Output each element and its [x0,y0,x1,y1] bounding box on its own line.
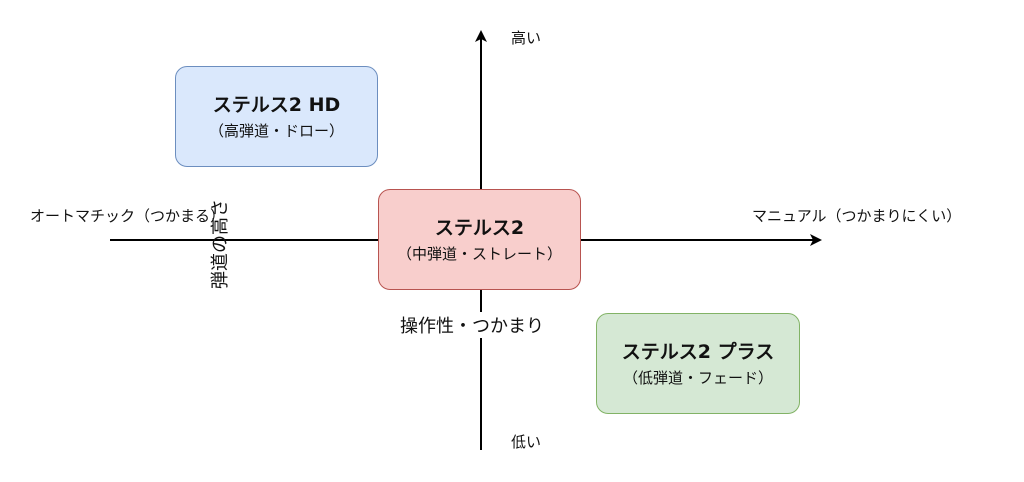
node-stealth2: ステルス2 （中弾道・ストレート） [378,189,581,290]
node-stealth2-hd: ステルス2 HD （高弾道・ドロー） [175,66,378,167]
node-stealth2-plus: ステルス2 プラス （低弾道・フェード） [596,313,800,414]
axis-title-operability: 操作性・つかまり [398,312,546,338]
axis-label-automatic: オートマチック（つかまる） [30,207,226,225]
axis-label-manual: マニュアル（つかまりにくい） [752,207,962,225]
node-stealth2-hd-name: ステルス2 HD [212,93,341,116]
axis-label-low: 低い [511,433,542,451]
node-stealth2-plus-subtitle: （低弾道・フェード） [622,368,773,387]
node-stealth2-hd-subtitle: （高弾道・ドロー） [208,121,344,140]
node-stealth2-subtitle: （中弾道・ストレート） [396,244,562,263]
node-stealth2-name: ステルス2 [434,216,525,239]
axis-label-high: 高い [511,29,542,47]
node-stealth2-plus-name: ステルス2 プラス [621,340,775,363]
